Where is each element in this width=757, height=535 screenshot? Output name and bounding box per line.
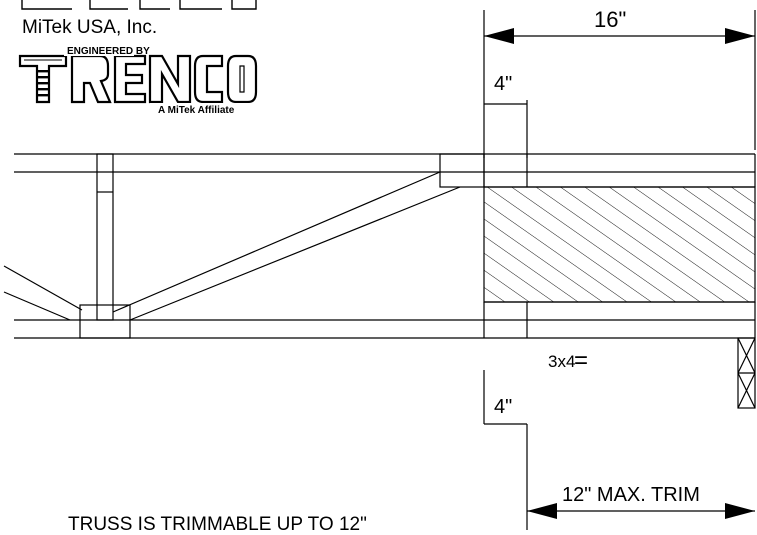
arrowhead-left: [484, 28, 514, 44]
engineered-by-backing: [64, 44, 134, 56]
trimmable-hatched-region: [483, 186, 756, 303]
cropped-logo-fragment: [21, 0, 257, 10]
truss-geometry: [3, 153, 756, 339]
max-trim-label: 12" MAX. TRIM: [562, 484, 700, 506]
engineered-by-label: ENGINEERED BY: [67, 46, 150, 57]
affiliate-label: A MiTek Affiliate: [158, 105, 235, 116]
vertical-web: [96, 153, 114, 321]
trenco-logo-stripes: [38, 70, 48, 97]
dimension-16-inch: 16": [483, 7, 756, 158]
trenco-logo: ENGINEERED BY A MiTek Affiliate: [18, 44, 258, 116]
dimension-bottom-4-label: 4": [494, 396, 512, 418]
trimmable-note: TRUSS IS TRIMMABLE UP TO 12": [68, 514, 367, 535]
left-web-edge-lower: [3, 291, 71, 321]
dimension-max-trim: 12" MAX. TRIM: [527, 484, 755, 519]
plate-callout: 3x4 =: [548, 347, 588, 374]
bearing-block: [737, 337, 756, 409]
dimension-bottom-4-inch: 4": [483, 370, 528, 530]
bottom-plate: [79, 304, 131, 339]
plate-orientation-symbol: =: [574, 347, 588, 374]
affiliate-backing: [150, 103, 258, 115]
diagonal-web-lower-edge: [129, 186, 461, 321]
dimension-16-label: 16": [594, 7, 626, 32]
dimension-top-4-inch: 4": [484, 73, 528, 158]
arrowhead-right: [725, 503, 755, 519]
top-chord-plate: [439, 153, 485, 188]
left-web-edge-upper: [3, 265, 83, 311]
plate-size-label: 3x4: [548, 352, 575, 371]
arrowhead-right: [725, 28, 755, 44]
trenco-logo-lettering: [18, 54, 258, 104]
company-name: MiTek USA, Inc.: [22, 17, 157, 38]
diagonal-web-upper-edge: [112, 171, 441, 313]
dimension-top-4-label: 4": [494, 73, 512, 95]
arrowhead-left: [527, 503, 557, 519]
